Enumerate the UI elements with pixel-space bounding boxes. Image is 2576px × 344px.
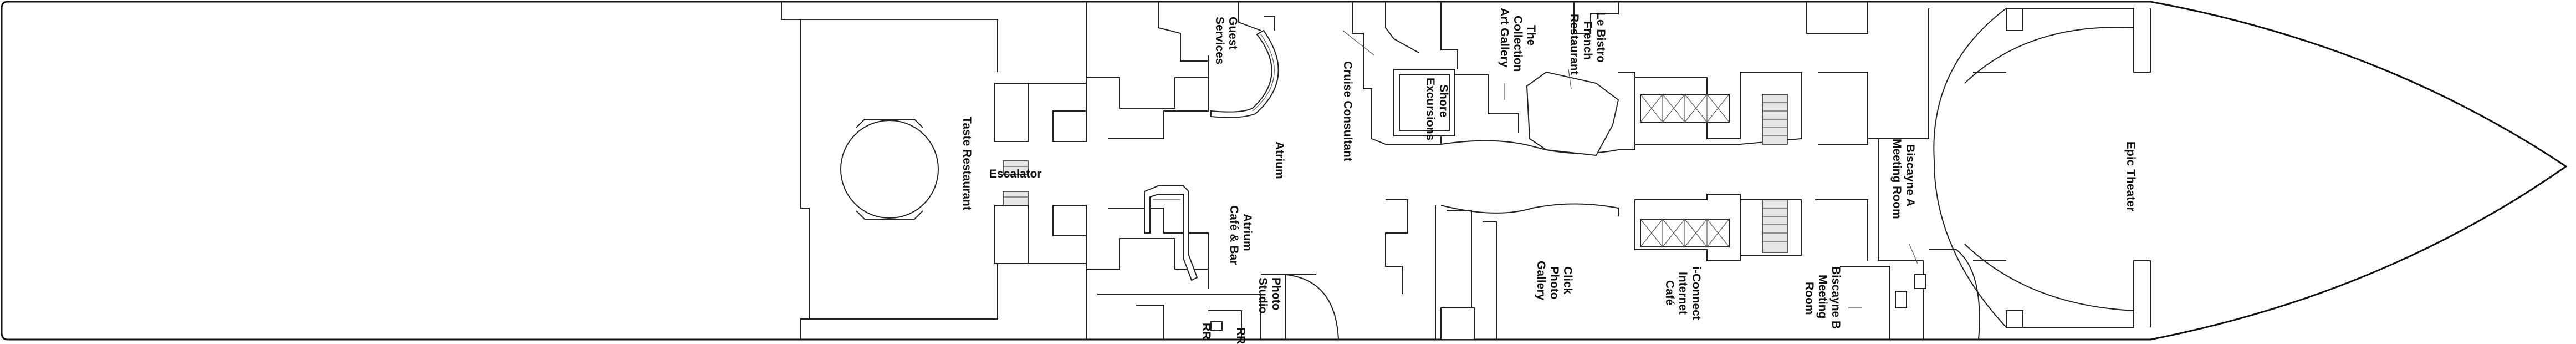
shore-excursions-label: Shore Excursions bbox=[1424, 78, 1450, 140]
cruise-consultant-label: Cruise Consultant bbox=[1341, 61, 1354, 161]
forward-walls bbox=[1806, 2, 1980, 340]
svg-text:Guest: Guest bbox=[1226, 17, 1239, 50]
svg-text:The: The bbox=[1525, 25, 1537, 45]
le-bistro-french-restaurant-label: Le Bistro French Restaurant bbox=[1568, 12, 1607, 75]
svg-text:Studio: Studio bbox=[1256, 277, 1269, 313]
svg-text:Café & Bar: Café & Bar bbox=[1228, 205, 1240, 265]
epic-theater-outline bbox=[1933, 8, 2151, 328]
photo-studio-label: Photo Studio bbox=[1256, 277, 1282, 313]
photo-studio-area bbox=[1261, 274, 1339, 340]
guest-services-label: Guest Services bbox=[1213, 17, 1239, 64]
click-photo-gallery-label: Click Photo Gallery bbox=[1535, 261, 1574, 301]
svg-text:i-Connect: i-Connect bbox=[1690, 266, 1703, 320]
svg-text:Internet: Internet bbox=[1677, 272, 1689, 315]
svg-text:Le Bistro: Le Bistro bbox=[1594, 12, 1607, 63]
escalator-label: Escalator bbox=[989, 168, 1042, 180]
atrium-cafe-bar-label: Atrium Café & Bar bbox=[1228, 205, 1254, 265]
central-walls bbox=[1352, 2, 1619, 340]
taste-restaurant-label: Taste Restaurant bbox=[960, 117, 973, 210]
the-collection-art-gallery-label: The Collection Art Gallery bbox=[1498, 8, 1537, 72]
rr-label-1: RR bbox=[1200, 323, 1213, 340]
svg-text:Photo: Photo bbox=[1270, 277, 1282, 310]
guest-services-desk bbox=[1158, 2, 1279, 118]
svg-text:Gallery: Gallery bbox=[1535, 261, 1547, 301]
escalator-block bbox=[994, 83, 1087, 264]
atrium-cafe-bar-counter bbox=[1144, 185, 1198, 281]
svg-text:Excursions: Excursions bbox=[1424, 78, 1437, 140]
biscayne-b-meeting-room-label: Biscayne B Meeting Room bbox=[1803, 266, 1842, 329]
svg-text:Biscayne B: Biscayne B bbox=[1829, 266, 1842, 329]
svg-text:Room: Room bbox=[1803, 282, 1816, 315]
svg-text:Art Gallery: Art Gallery bbox=[1498, 8, 1511, 68]
svg-text:Click: Click bbox=[1561, 266, 1574, 295]
taste-restaurant-area bbox=[781, 2, 998, 340]
svg-text:Atrium: Atrium bbox=[1241, 214, 1254, 251]
label-leader-lines bbox=[1342, 30, 1918, 308]
i-connect-internet-cafe-label: i-Connect Internet Café bbox=[1663, 266, 1703, 320]
svg-text:Meeting Room: Meeting Room bbox=[1890, 139, 1903, 219]
rr-label-2: RR bbox=[1234, 327, 1247, 344]
biscayne-a-meeting-room-label: Biscayne A Meeting Room bbox=[1890, 139, 1916, 219]
svg-text:Biscayne A: Biscayne A bbox=[1904, 144, 1916, 206]
le-bistro-area bbox=[1526, 2, 1802, 156]
svg-text:Collection: Collection bbox=[1511, 16, 1524, 72]
svg-text:Shore: Shore bbox=[1437, 84, 1450, 118]
elevator-bank-upper bbox=[1640, 94, 1788, 145]
svg-text:French: French bbox=[1581, 21, 1594, 60]
svg-text:Meeting: Meeting bbox=[1816, 275, 1829, 318]
atrium-label: Atrium bbox=[1273, 141, 1286, 179]
svg-text:Photo: Photo bbox=[1548, 266, 1561, 299]
epic-theater-label: Epic Theater bbox=[2124, 141, 2137, 211]
svg-text:Restaurant: Restaurant bbox=[1568, 14, 1581, 75]
svg-text:Services: Services bbox=[1213, 17, 1226, 64]
elevator-bank-lower bbox=[1634, 194, 1802, 261]
svg-text:Café: Café bbox=[1663, 280, 1676, 306]
